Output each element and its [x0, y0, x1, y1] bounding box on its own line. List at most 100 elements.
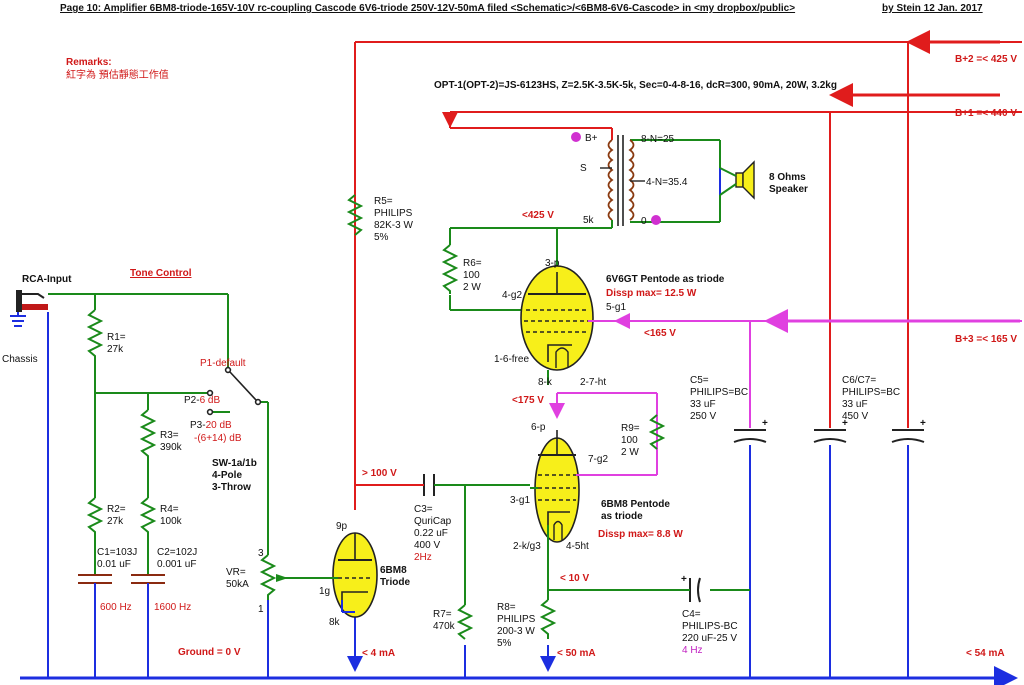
p3-label: P3- — [190, 420, 206, 431]
c67-voltage: 450 V — [842, 411, 868, 422]
r6-resistor — [441, 244, 459, 294]
r5-tolerance: 5% — [374, 232, 389, 243]
svg-text:+: + — [920, 418, 926, 429]
c1-name: C1=103J — [97, 547, 137, 558]
c2-value: 0.001 uF — [157, 559, 196, 570]
v6v6-pin-4g2: 4-g2 — [502, 290, 522, 301]
opt-zero: 0 — [641, 216, 647, 227]
ground-label: Ground = 0 V — [178, 647, 241, 658]
r7-resistor — [456, 604, 474, 640]
bm8p-pin-45: 4-5ht — [566, 541, 589, 552]
vr-pin1: 1 — [258, 604, 264, 615]
c1-value: 0.01 uF — [97, 559, 131, 570]
c3-value: 0.22 uF — [414, 528, 448, 539]
svg-text:+: + — [681, 574, 687, 585]
r8-tolerance: 5% — [497, 638, 512, 649]
bm8-triode-tube — [330, 532, 378, 618]
switch-label-1: SW-1a/1b — [212, 458, 257, 469]
r9-value: 100 — [621, 435, 638, 446]
resistor-shapes — [86, 244, 666, 640]
bm8t-pin-1g: 1g — [319, 586, 330, 597]
c5-voltage: 250 V — [690, 411, 716, 422]
ground-wires — [47, 140, 909, 678]
r1-name: R1= — [107, 332, 126, 343]
c1-freq: 600 Hz — [100, 602, 132, 613]
tone-capacitors — [78, 574, 165, 584]
b2-label: B+2 =< 425 V — [955, 54, 1017, 65]
signal-wires — [48, 139, 750, 605]
v6v6-dissipation: Dissp max= 12.5 W — [606, 288, 697, 299]
r5-brand: PHILIPS — [374, 208, 413, 219]
r6-watt: 2 W — [463, 282, 481, 293]
speaker-label-2: Speaker — [769, 184, 808, 195]
r7-value: 470k — [433, 621, 456, 632]
c4-brand: PHILIPS-BC — [682, 621, 738, 632]
opt-s: S — [580, 163, 587, 174]
c67-name: C6/C7= — [842, 375, 876, 386]
r1-resistor — [86, 309, 104, 365]
bm8t-title-2: Triode — [380, 577, 410, 588]
r4-resistor — [139, 497, 157, 545]
v6v6-pin-8k: 8-k — [538, 377, 553, 388]
r5-name: R5= — [374, 196, 393, 207]
remarks-title: Remarks: — [66, 57, 112, 68]
r2-resistor — [86, 497, 104, 545]
p2-label: P2- — [184, 395, 200, 406]
r2-name: R2= — [107, 504, 126, 515]
r5-value: 82K-3 W — [374, 220, 413, 231]
speaker-label-1: 8 Ohms — [769, 172, 806, 183]
svg-text:+: + — [842, 418, 848, 429]
c67-brand: PHILIPS=BC — [842, 387, 900, 398]
r6-name: R6= — [463, 258, 482, 269]
vr-name: VR= — [226, 567, 246, 578]
c2-freq: 1600 Hz — [154, 602, 191, 613]
c3-name: C3= — [414, 504, 433, 515]
remarks-text: 紅字為 預估靜態工作值 — [66, 68, 169, 81]
svg-text:P3-20 dB: P3-20 dB — [190, 420, 232, 431]
selector-switch[interactable] — [206, 366, 262, 416]
opt-5k: 5k — [583, 215, 595, 226]
v6v6-pin-27: 2-7-ht — [580, 377, 606, 388]
switch-label-3: 3-Throw — [212, 482, 251, 493]
speaker-icon — [719, 160, 755, 200]
v165-label: <165 V — [644, 328, 676, 339]
r1-value: 27k — [107, 344, 124, 355]
i54-label: < 54 mA — [966, 648, 1005, 659]
v6v6-pin-5g1: 5-g1 — [606, 302, 626, 313]
vr-resistor — [259, 554, 277, 600]
vr-pin3: 3 — [258, 548, 264, 559]
v175-label: <175 V — [512, 395, 544, 406]
rca-input-label: RCA-Input — [22, 274, 72, 285]
r3-name: R3= — [160, 430, 179, 441]
v6v6-title: 6V6GT Pentode as triode — [606, 274, 725, 285]
r2-value: 27k — [107, 516, 124, 527]
b1-label: B+1 =< 440 V — [955, 108, 1017, 119]
p1-value: default — [216, 358, 246, 369]
chassis-label: Chassis — [2, 354, 38, 365]
v10-label: < 10 V — [560, 573, 590, 584]
i4-label: < 4 mA — [362, 648, 395, 659]
c3-capacitor — [423, 474, 435, 496]
c5-brand: PHILIPS=BC — [690, 387, 748, 398]
c4-value: 220 uF-25 V — [682, 633, 737, 644]
p3-value: 20 dB — [206, 420, 232, 431]
c5-name: C5= — [690, 375, 709, 386]
bm8p-pin-2k: 2-k/g3 — [513, 541, 541, 552]
svg-text:P2-6 dB: P2-6 dB — [184, 395, 220, 406]
r6-value: 100 — [463, 270, 480, 281]
opt-b-plus: B+ — [585, 133, 598, 144]
c3-brand: QuriCap — [414, 516, 452, 527]
bm8p-pin-7g2: 7-g2 — [588, 454, 608, 465]
r4-name: R4= — [160, 504, 179, 515]
page-title: Page 10: Amplifier 6BM8-triode-165V-10V … — [60, 3, 795, 14]
r8-value: 200-3 W — [497, 626, 535, 637]
bm8p-dissipation: Dissp max= 8.8 W — [598, 529, 683, 540]
bm8p-title-2: as triode — [601, 511, 643, 522]
svg-text:+: + — [762, 418, 768, 429]
tone-control-title: Tone Control — [130, 268, 192, 279]
rca-jack — [10, 290, 48, 327]
p3-value2: -(6+14) dB — [194, 433, 242, 444]
opt-n8: 8-N=25 — [641, 134, 675, 145]
r9-name: R9= — [621, 423, 640, 434]
